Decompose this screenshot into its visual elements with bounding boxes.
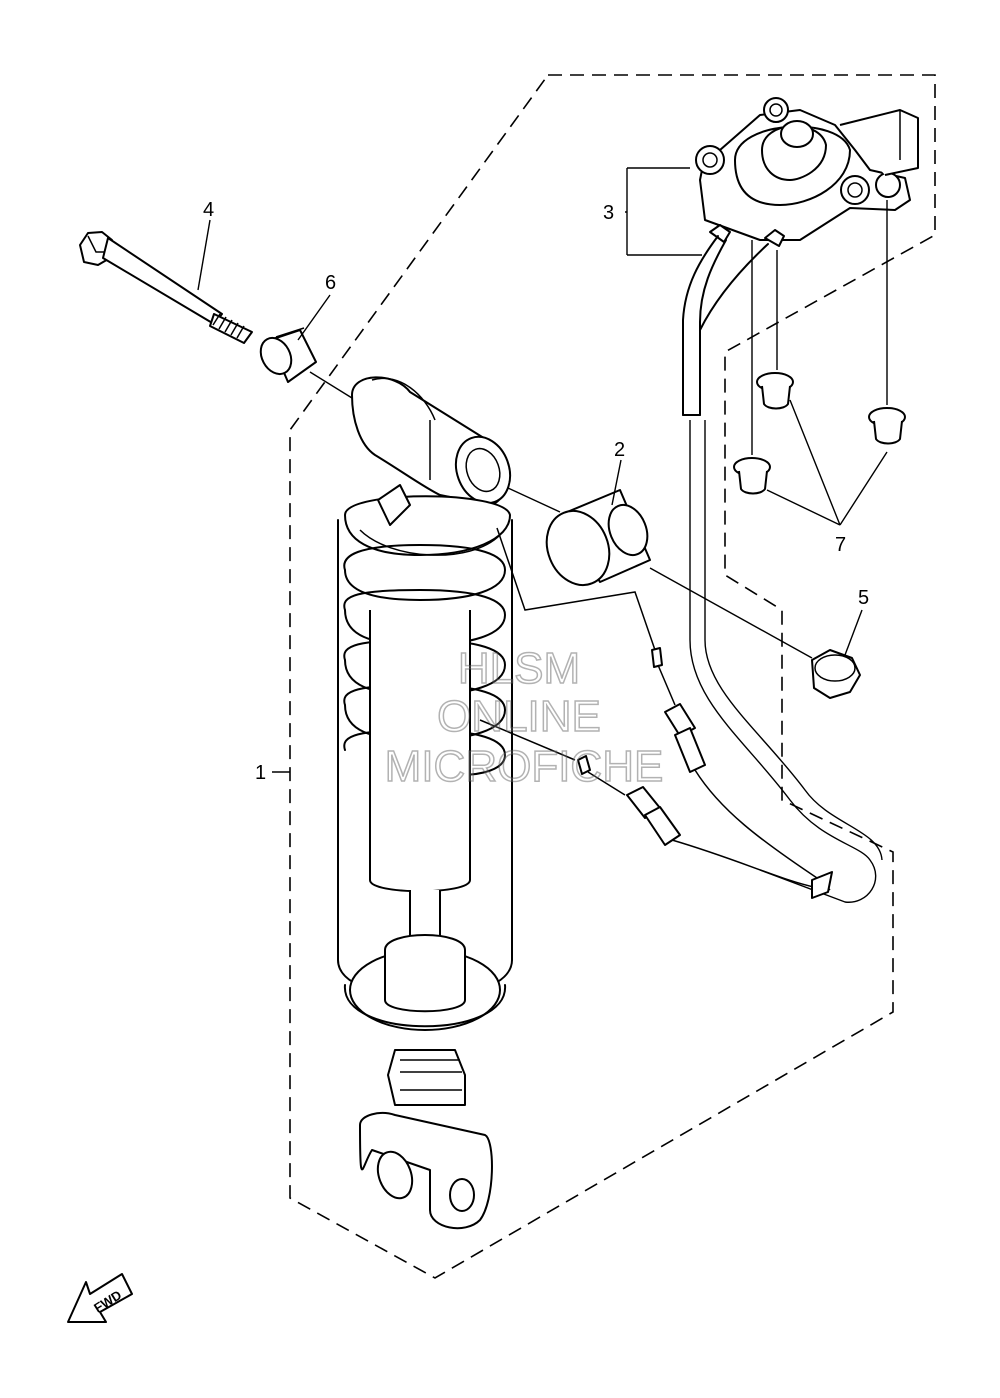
nut[interactable] [811,649,861,699]
callout-4: 4 [203,199,214,221]
collar[interactable] [536,489,654,594]
callout-1: 1 [255,762,266,784]
watermark-line-3: MICROFICHE [385,742,664,791]
watermark-line-1: HLSM [458,644,580,693]
callout-7: 7 [835,534,846,556]
bolt[interactable] [79,231,253,344]
rear-shock-absorber[interactable] [337,376,519,1230]
adjuster-cable [479,527,833,899]
watermark-line-2: ONLINE [437,692,601,741]
callout-6: 6 [325,272,336,294]
callout-5: 5 [858,587,869,609]
grommet[interactable] [756,372,794,410]
callout-3: 3 [603,202,614,224]
grommet[interactable] [868,407,906,445]
assembly-boundary [289,74,936,1279]
damping-adjuster-assembly[interactable] [682,97,919,416]
callout-2: 2 [614,439,625,461]
grommet[interactable] [733,457,771,495]
forward-direction-arrow: FWD [67,1273,133,1323]
collar[interactable] [255,327,317,383]
